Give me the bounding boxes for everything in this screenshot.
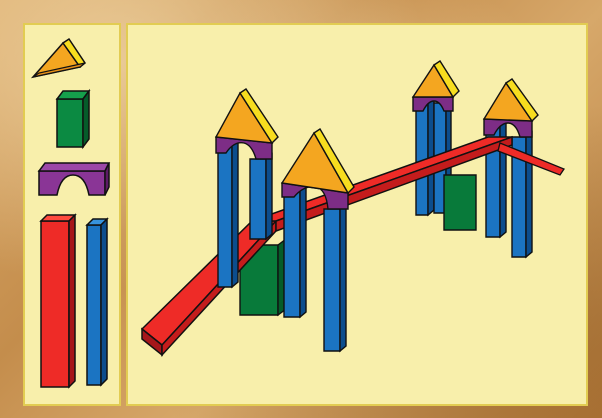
front-tower-left xyxy=(214,88,279,289)
block-legend xyxy=(30,37,111,389)
green-support-block-2 xyxy=(443,174,477,231)
column-icon xyxy=(85,217,109,387)
front-tower-right xyxy=(280,128,355,353)
block-legend-panel xyxy=(23,23,121,406)
bridge-construction xyxy=(140,60,565,357)
cube-icon xyxy=(55,88,91,150)
construction-panel xyxy=(126,23,588,406)
back-tower-right-2 xyxy=(482,78,539,259)
long-bar-icon xyxy=(39,213,77,389)
arch-icon xyxy=(37,162,111,196)
triangle-prism-icon xyxy=(30,37,87,79)
